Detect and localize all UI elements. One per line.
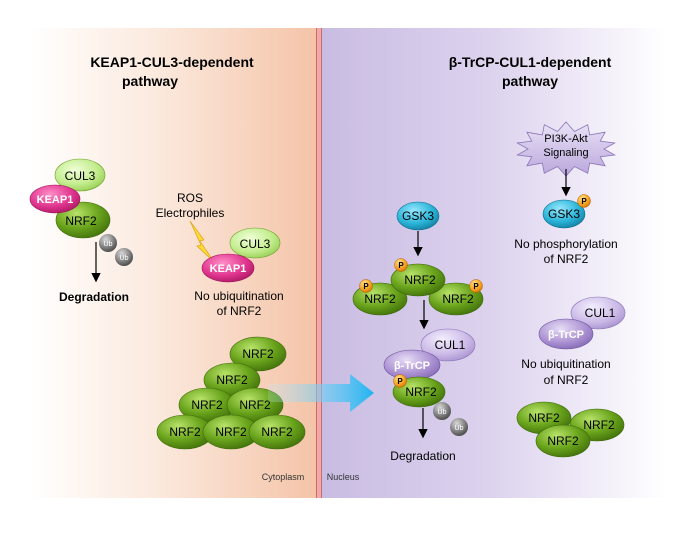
cul1-label: CUL1	[585, 306, 616, 320]
nrf2-label: NRF2	[583, 418, 615, 432]
phosphate-label: P	[363, 282, 369, 291]
no-phosphorylation-label-2: of NRF2	[544, 252, 589, 266]
nrf2-label: NRF2	[528, 411, 560, 425]
nrf2-protein	[392, 376, 446, 408]
nrf2-label: NRF2	[65, 214, 97, 228]
ros-label: ROS	[177, 191, 203, 205]
nrf2-label: NRF2	[261, 425, 293, 439]
cytoplasm-label: Cytoplasm	[262, 472, 305, 482]
pi3k-akt-label-2: Signaling	[543, 147, 588, 159]
right-title-line1: β-TrCP-CUL1-dependent	[449, 54, 612, 70]
nrf2-label: NRF2	[404, 273, 436, 287]
nucleus-label: Nucleus	[327, 472, 360, 482]
cul1-protein	[570, 296, 626, 330]
electrophiles-label: Electrophiles	[156, 206, 225, 220]
keap1-protein	[29, 184, 81, 214]
no-phosphorylation-label-1: No phosphorylation	[514, 237, 617, 251]
no-ubiquitination-label-right-2: of NRF2	[544, 373, 589, 387]
ub-label: Ub	[120, 255, 129, 262]
cul1-label: CUL1	[435, 338, 466, 352]
nrf2-label: NRF2	[364, 292, 396, 306]
nrf2-label: NRF2	[191, 398, 223, 412]
left-title-line1: KEAP1-CUL3-dependent	[90, 54, 254, 70]
ub-label: Ub	[438, 409, 447, 416]
phosphate-label: P	[397, 377, 403, 386]
ub-label: Ub	[455, 425, 464, 432]
nrf2-label: NRF2	[442, 292, 474, 306]
nrf2-label: NRF2	[169, 425, 201, 439]
nrf2-protein	[535, 424, 591, 458]
cul3-protein	[229, 227, 281, 259]
phosphate-group	[469, 279, 483, 293]
phosphate-label: P	[581, 197, 587, 206]
phosphate-group	[577, 194, 591, 208]
no-ubiquitination-label-right-1: No ubiquitination	[521, 357, 610, 371]
gsk3-protein	[396, 201, 440, 231]
basal-complex: CUL3 NRF2 KEAP1 Ub Ub	[29, 158, 133, 266]
cul3-label: CUL3	[240, 237, 271, 251]
ubiquitin-2	[450, 418, 468, 436]
pi3k-akt-label-1: PI3K-Akt	[544, 133, 587, 145]
keap1-protein	[201, 253, 255, 283]
keap1-label: KEAP1	[210, 263, 247, 275]
cul3-protein	[54, 158, 106, 192]
cul3-label: CUL3	[65, 169, 96, 183]
translocation-arrow	[268, 374, 374, 412]
nrf2-protein	[390, 263, 446, 297]
nrf2-protein	[55, 201, 111, 239]
nrf2-label: NRF2	[242, 347, 274, 361]
nrf2-label: NRF2	[239, 398, 271, 412]
no-ubiquitination-label-left-1: No ubiquitination	[194, 289, 283, 303]
ub-label: Ub	[104, 241, 113, 248]
btrcp-protein	[538, 318, 594, 350]
phosphate-label: P	[473, 282, 479, 291]
right-title-line2: pathway	[502, 73, 558, 89]
phosphate-label: P	[398, 261, 404, 270]
gsk3-protein	[542, 199, 586, 229]
keap1-label: KEAP1	[37, 194, 74, 206]
left-title-line2: pathway	[122, 73, 178, 89]
btrcp-label: β-TrCP	[548, 329, 584, 341]
degradation-label-right: Degradation	[390, 449, 455, 463]
cul1-protein	[420, 328, 476, 362]
gsk3-label: GSK3	[548, 207, 580, 221]
nrf2-label: NRF2	[547, 434, 579, 448]
btrcp-label: β-TrCP	[394, 360, 430, 372]
phosphate-group	[359, 279, 373, 293]
nrf2-label: NRF2	[216, 373, 248, 387]
gsk3-label: GSK3	[402, 209, 434, 223]
nrf2-protein	[248, 414, 306, 450]
nrf2-label: NRF2	[215, 425, 247, 439]
ubiquitin-1	[433, 402, 451, 420]
nrf2-protein	[229, 336, 287, 372]
ubiquitin-2	[115, 248, 133, 266]
ubiquitin-1	[99, 234, 117, 252]
phosphate-group	[394, 258, 408, 272]
degradation-label-left: Degradation	[59, 290, 129, 304]
phosphate-group	[393, 374, 407, 388]
nuclear-membrane	[316, 28, 322, 498]
nrf2-protein	[428, 282, 484, 316]
nrf2-label: NRF2	[405, 385, 437, 399]
no-ubiquitination-label-left-2: of NRF2	[217, 304, 262, 318]
